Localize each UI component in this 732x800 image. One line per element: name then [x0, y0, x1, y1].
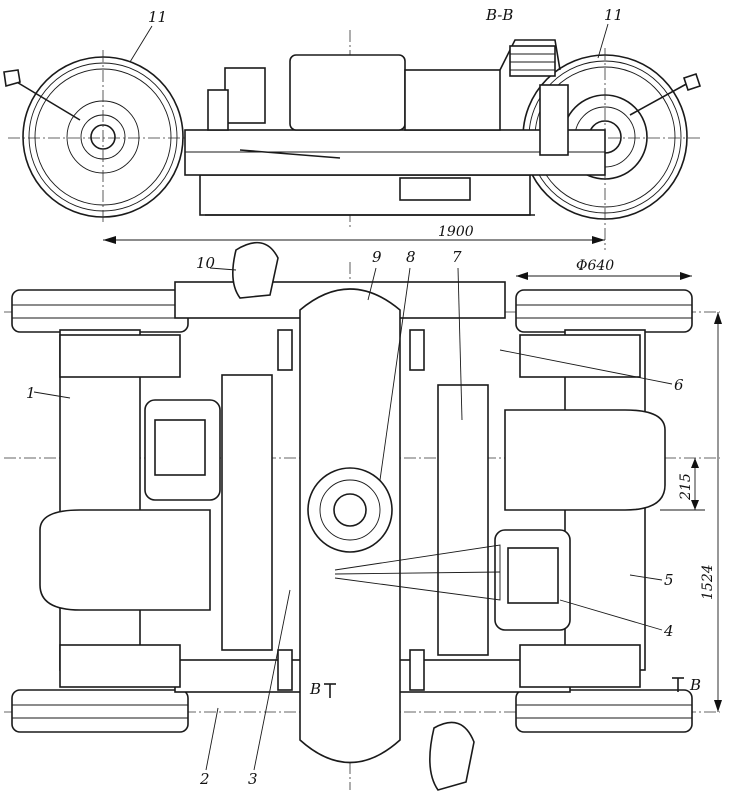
section-marker-right: B — [689, 676, 701, 694]
wheel-top-right — [515, 289, 693, 333]
callout-6: 6 — [674, 376, 684, 394]
gearcase-left — [221, 374, 273, 651]
callout-3: 3 — [248, 770, 258, 788]
motor-left — [39, 399, 221, 611]
side-frame — [184, 39, 606, 216]
wheel-top-left — [11, 289, 189, 333]
offset-value: 215 — [678, 473, 694, 501]
axlebox-bl — [59, 644, 181, 688]
callout-4: 4 — [663, 622, 674, 640]
callout-8: 8 — [406, 248, 416, 266]
wheelbase-value: 1900 — [438, 224, 474, 240]
offset-dimension: 215 — [660, 458, 705, 511]
damper-top — [232, 241, 279, 299]
side-view: 1900 B-B 11 11 — [3, 6, 702, 250]
callout-11-right: 11 — [604, 6, 623, 24]
motor-right — [494, 409, 666, 631]
section-label: B-B — [485, 6, 513, 24]
wheel-diameter-dimension: Φ640 — [516, 258, 692, 280]
gearcase-right — [437, 384, 489, 656]
section-marker-left: B — [309, 680, 321, 698]
callout-1: 1 — [26, 384, 36, 402]
gauge-dimension: 1524 — [700, 312, 722, 712]
callout-5: 5 — [664, 571, 674, 589]
callout-11-left: 11 — [148, 8, 167, 26]
callout-10: 10 — [196, 254, 216, 272]
wheelbase-dimension: 1900 — [103, 224, 605, 244]
plan-view: Φ640 1524 215 B B 1 2 3 4 — [4, 241, 722, 791]
wheel-bottom-left — [11, 689, 189, 733]
callout-7: 7 — [452, 248, 462, 266]
axlebox-tr — [519, 334, 641, 378]
damper-bottom — [429, 721, 475, 791]
springs — [277, 329, 425, 691]
callout-2: 2 — [199, 770, 210, 788]
callout-9: 9 — [372, 248, 382, 266]
bolster — [299, 288, 401, 764]
axlebox-br — [519, 644, 641, 688]
left-wheel-side — [3, 50, 184, 225]
wheel-diameter-value: Φ640 — [576, 258, 614, 274]
gauge-value: 1524 — [700, 564, 716, 600]
wheel-bottom-right — [515, 689, 693, 733]
axlebox-tl — [59, 334, 181, 378]
